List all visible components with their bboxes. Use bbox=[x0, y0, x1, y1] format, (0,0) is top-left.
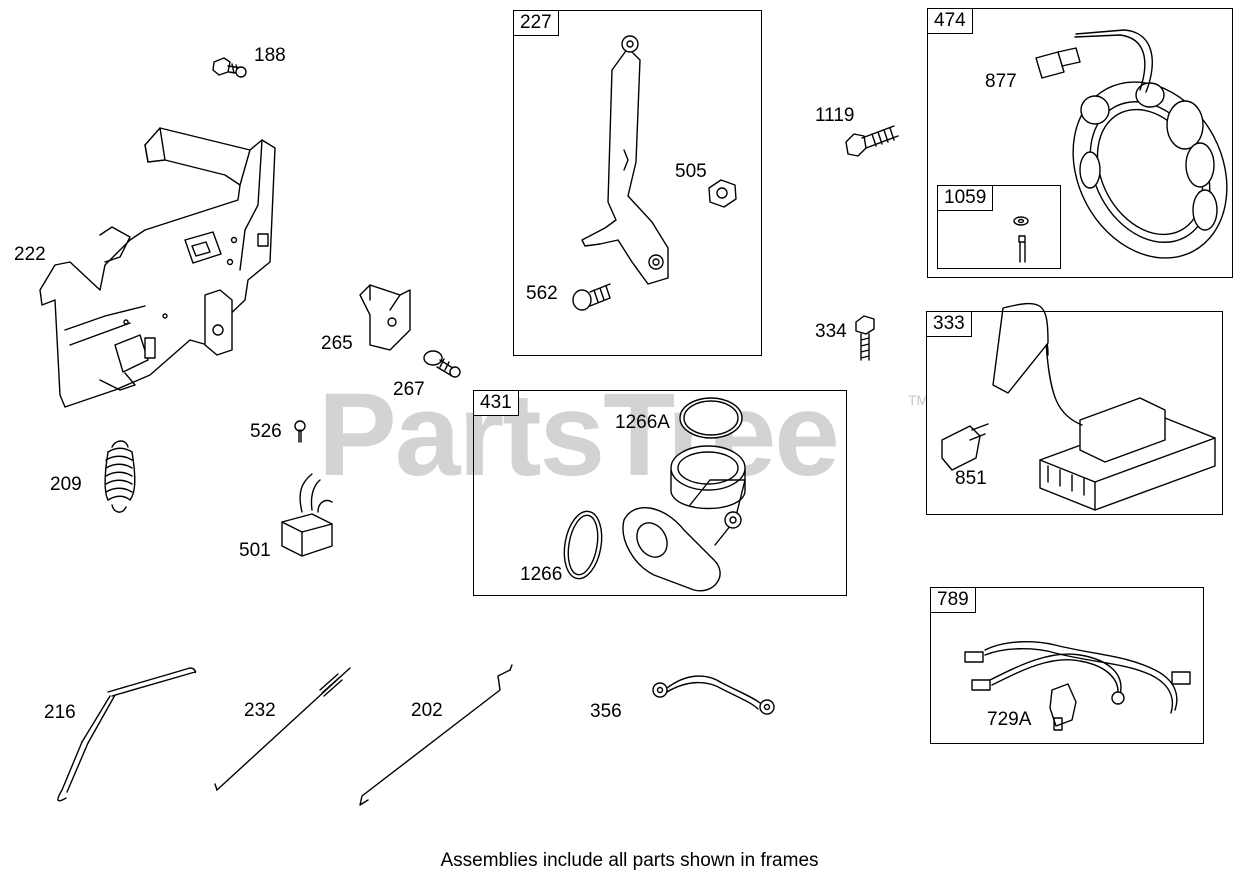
assemblies-caption: Assemblies include all parts shown in fr… bbox=[440, 850, 819, 871]
part-188[interactable]: 188 bbox=[254, 45, 286, 66]
part-222[interactable]: 222 bbox=[14, 244, 46, 265]
bolt-188-drawing bbox=[212, 57, 247, 78]
part-526[interactable]: 526 bbox=[250, 421, 282, 442]
part-729A[interactable]: 729A bbox=[987, 709, 1032, 730]
lead-356-drawing bbox=[652, 675, 775, 715]
part-209[interactable]: 209 bbox=[50, 474, 82, 495]
part-501[interactable]: 501 bbox=[239, 540, 271, 561]
frame-label-1059[interactable]: 1059 bbox=[937, 185, 994, 211]
bolt-1119-drawing bbox=[845, 125, 899, 157]
intake-431-drawing bbox=[563, 397, 746, 592]
part-877[interactable]: 877 bbox=[985, 71, 1017, 92]
watermark-text: PartsTree bbox=[318, 369, 840, 501]
module-501-drawing bbox=[281, 473, 333, 557]
frame-label-333[interactable]: 333 bbox=[926, 311, 972, 337]
lever-227-drawing bbox=[581, 35, 669, 285]
frame-label-789[interactable]: 789 bbox=[930, 587, 976, 613]
stator-877-drawing bbox=[1035, 29, 1228, 259]
part-232[interactable]: 232 bbox=[244, 700, 276, 721]
link-232-drawing bbox=[214, 667, 351, 791]
frame-789: 789 bbox=[930, 587, 1204, 744]
frame-label-474[interactable]: 474 bbox=[927, 8, 973, 34]
part-265[interactable]: 265 bbox=[321, 333, 353, 354]
trademark-mark: TM bbox=[908, 392, 929, 408]
screw-1059-drawing bbox=[1013, 216, 1029, 263]
screw-267-drawing bbox=[423, 350, 461, 378]
part-851[interactable]: 851 bbox=[955, 468, 987, 489]
frame-227: 227 bbox=[513, 10, 762, 356]
harness-789-drawing bbox=[964, 641, 1191, 731]
part-1266[interactable]: 1266 bbox=[520, 564, 563, 585]
nut-505-drawing bbox=[708, 179, 737, 208]
spring-209-drawing bbox=[104, 440, 136, 513]
part-334[interactable]: 334 bbox=[815, 321, 847, 342]
part-267[interactable]: 267 bbox=[393, 379, 425, 400]
screw-334-drawing bbox=[855, 315, 875, 361]
part-1119[interactable]: 1119 bbox=[815, 105, 855, 126]
part-202[interactable]: 202 bbox=[411, 700, 443, 721]
frame-333: 333 bbox=[926, 311, 1223, 515]
control-bracket-222-drawing bbox=[39, 127, 276, 408]
frame-label-431[interactable]: 431 bbox=[473, 390, 519, 416]
frame-label-227[interactable]: 227 bbox=[513, 10, 559, 36]
screw-562-drawing bbox=[572, 283, 611, 311]
clip-265-drawing bbox=[359, 284, 411, 351]
screw-526-drawing bbox=[294, 420, 306, 443]
part-562[interactable]: 562 bbox=[526, 283, 558, 304]
frame-431: 431 bbox=[473, 390, 847, 596]
rod-216-drawing bbox=[57, 667, 197, 802]
part-216[interactable]: 216 bbox=[44, 702, 76, 723]
rod-202-drawing bbox=[359, 664, 513, 806]
part-505[interactable]: 505 bbox=[675, 161, 707, 182]
frame-474: 474 bbox=[927, 8, 1233, 278]
frame-1059: 1059 bbox=[937, 185, 1061, 269]
part-1266A[interactable]: 1266A bbox=[615, 412, 670, 433]
part-356[interactable]: 356 bbox=[590, 701, 622, 722]
armature-333-drawing bbox=[941, 302, 1216, 511]
